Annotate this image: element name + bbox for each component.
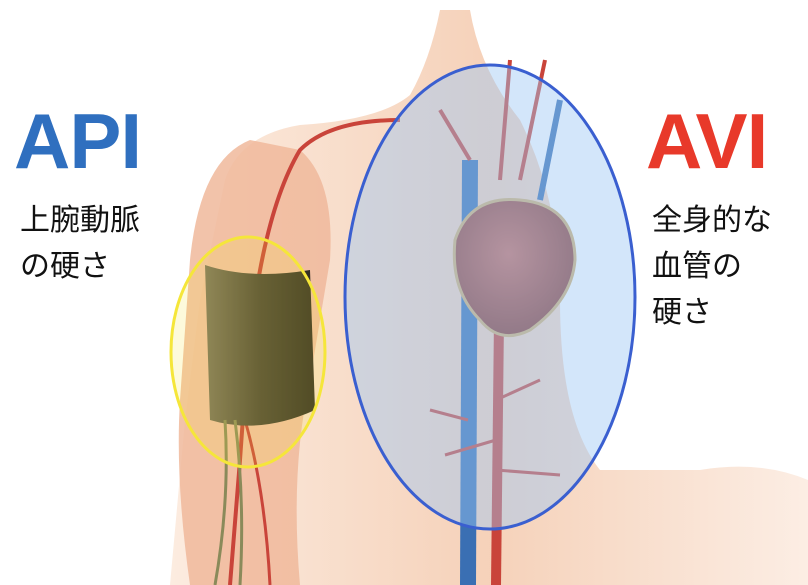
avi-highlight-ellipse (345, 65, 635, 529)
api-highlight-ellipse (171, 237, 325, 467)
api-title: API (14, 102, 141, 180)
api-caption-line: 上腕動脈 (20, 198, 140, 244)
avi-caption-line: 硬さ (652, 290, 772, 336)
api-caption-line: の硬さ (20, 244, 140, 290)
avi-caption-line: 血管の (652, 244, 772, 290)
avi-caption-line: 全身的な (652, 198, 772, 244)
avi-caption: 全身的な 血管の 硬さ (652, 198, 772, 336)
avi-title: AVI (646, 102, 767, 180)
api-caption: 上腕動脈 の硬さ (20, 198, 140, 290)
